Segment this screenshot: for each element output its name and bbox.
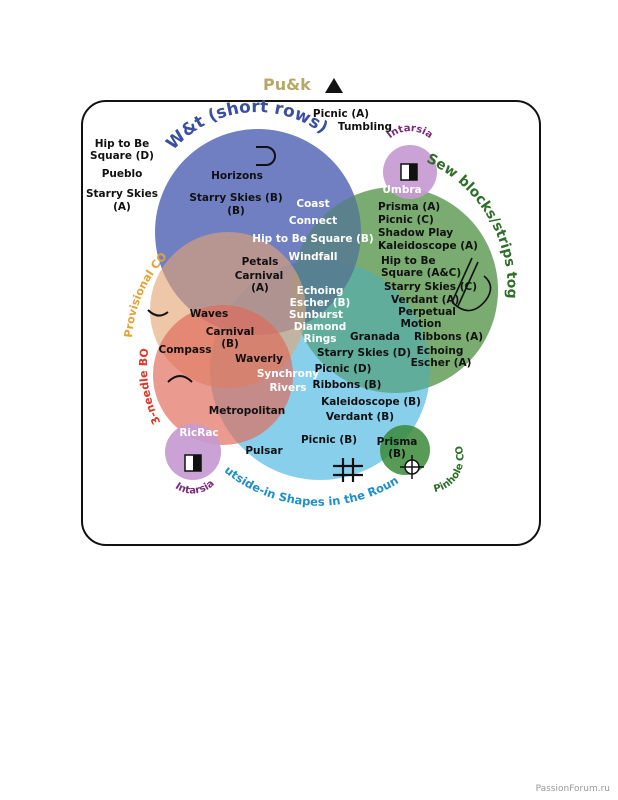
overlap-item: Granada — [349, 331, 401, 343]
outside-in-item: Picnic (B) — [300, 434, 358, 446]
overlap-item: Windfall — [288, 251, 338, 263]
sew-item: Starry Skies (C) — [384, 281, 477, 293]
watermark: PassionForum.ru — [535, 784, 610, 794]
provisional-item: Petals — [241, 256, 279, 268]
overlap-item: Hip to Be Square (B) — [252, 233, 374, 245]
triangle-icon — [325, 78, 343, 93]
pinhole-item: (B) — [388, 448, 406, 460]
overlap-item: Picnic (D) — [314, 363, 372, 375]
sew-item: Verdant (A) — [391, 294, 460, 306]
overlap-item: Diamond — [293, 321, 347, 333]
three-needle-item: (B) — [221, 338, 239, 350]
sew-item: Picnic (C) — [378, 214, 434, 226]
overlap-item: Coast — [296, 198, 330, 210]
circle-intarsia-bottom — [165, 424, 221, 480]
sew-item: Hip to Be — [381, 255, 436, 267]
sew-item: Perpetual — [398, 306, 456, 318]
provisional-item: (A) — [251, 282, 269, 294]
intarsia-item: Umbra — [382, 184, 422, 196]
sew-item: Prisma (A) — [378, 201, 441, 213]
outside-item: Starry Skies — [85, 188, 159, 200]
sew-item: Motion — [400, 318, 442, 330]
sew-item: Square (A&C) — [381, 267, 462, 279]
three-needle-item: Waves — [189, 308, 229, 320]
overlap-item: Rivers — [269, 382, 307, 394]
overlap-item: Kaleidoscope (B) — [321, 396, 421, 408]
overlap-item: Sunburst — [289, 309, 343, 321]
outside-item: (A) — [113, 201, 131, 213]
diagram-title: Pu&k — [263, 75, 311, 94]
overlap-item: Verdant (B) — [325, 411, 395, 423]
overlap-item: Escher (B) — [289, 297, 351, 309]
overlap-item: Ribbons (B) — [312, 379, 382, 391]
sew-item: Escher (A) — [410, 357, 472, 369]
three-needle-item: Compass — [158, 344, 212, 356]
sew-item: Ribbons (A) — [414, 331, 484, 343]
sew-item: Echoing — [416, 345, 464, 357]
overlap-item: Rings — [303, 333, 337, 345]
circle-three-needle — [153, 305, 293, 445]
wt-item: (B) — [227, 205, 245, 217]
overlap-item: Starry Skies (D) — [316, 347, 412, 359]
hash-grid-icon — [333, 458, 363, 482]
pinhole-symbol-icon — [400, 455, 424, 479]
outside-item: Picnic (A) — [312, 108, 370, 120]
knitting-needles-icon — [451, 257, 492, 312]
intarsia-square-icon — [400, 163, 418, 181]
short-row-symbol-icon — [256, 146, 276, 166]
three-needle-arc-icon — [167, 375, 193, 383]
intarsia-square-icon — [184, 454, 202, 472]
provisional-item: Carnival — [234, 270, 284, 282]
sew-item: Kaleidoscope (A) — [378, 240, 478, 252]
wt-item: Starry Skies (B) — [189, 192, 283, 204]
outside-item: Pueblo — [101, 168, 143, 180]
overlap-item: Waverly — [235, 353, 283, 365]
overlap-item: Metropolitan — [208, 405, 286, 417]
outside-in-item: Pulsar — [245, 445, 283, 457]
sew-item: Shadow Play — [378, 227, 454, 239]
outside-item: Square (D) — [90, 150, 154, 162]
intarsia-item: RicRac — [179, 427, 219, 439]
outside-item: Hip to Be — [94, 138, 150, 150]
provisional-smile-icon — [147, 309, 169, 317]
wt-item: Horizons — [211, 170, 263, 182]
overlap-item: Synchrony — [256, 368, 320, 380]
overlap-item: Echoing — [296, 285, 344, 297]
pinhole-item: Prisma — [376, 436, 418, 448]
overlap-item: Connect — [288, 215, 338, 227]
three-needle-item: Carnival — [205, 326, 255, 338]
outside-item: Tumbling — [337, 121, 393, 133]
circle-sew-overlay — [292, 187, 498, 393]
